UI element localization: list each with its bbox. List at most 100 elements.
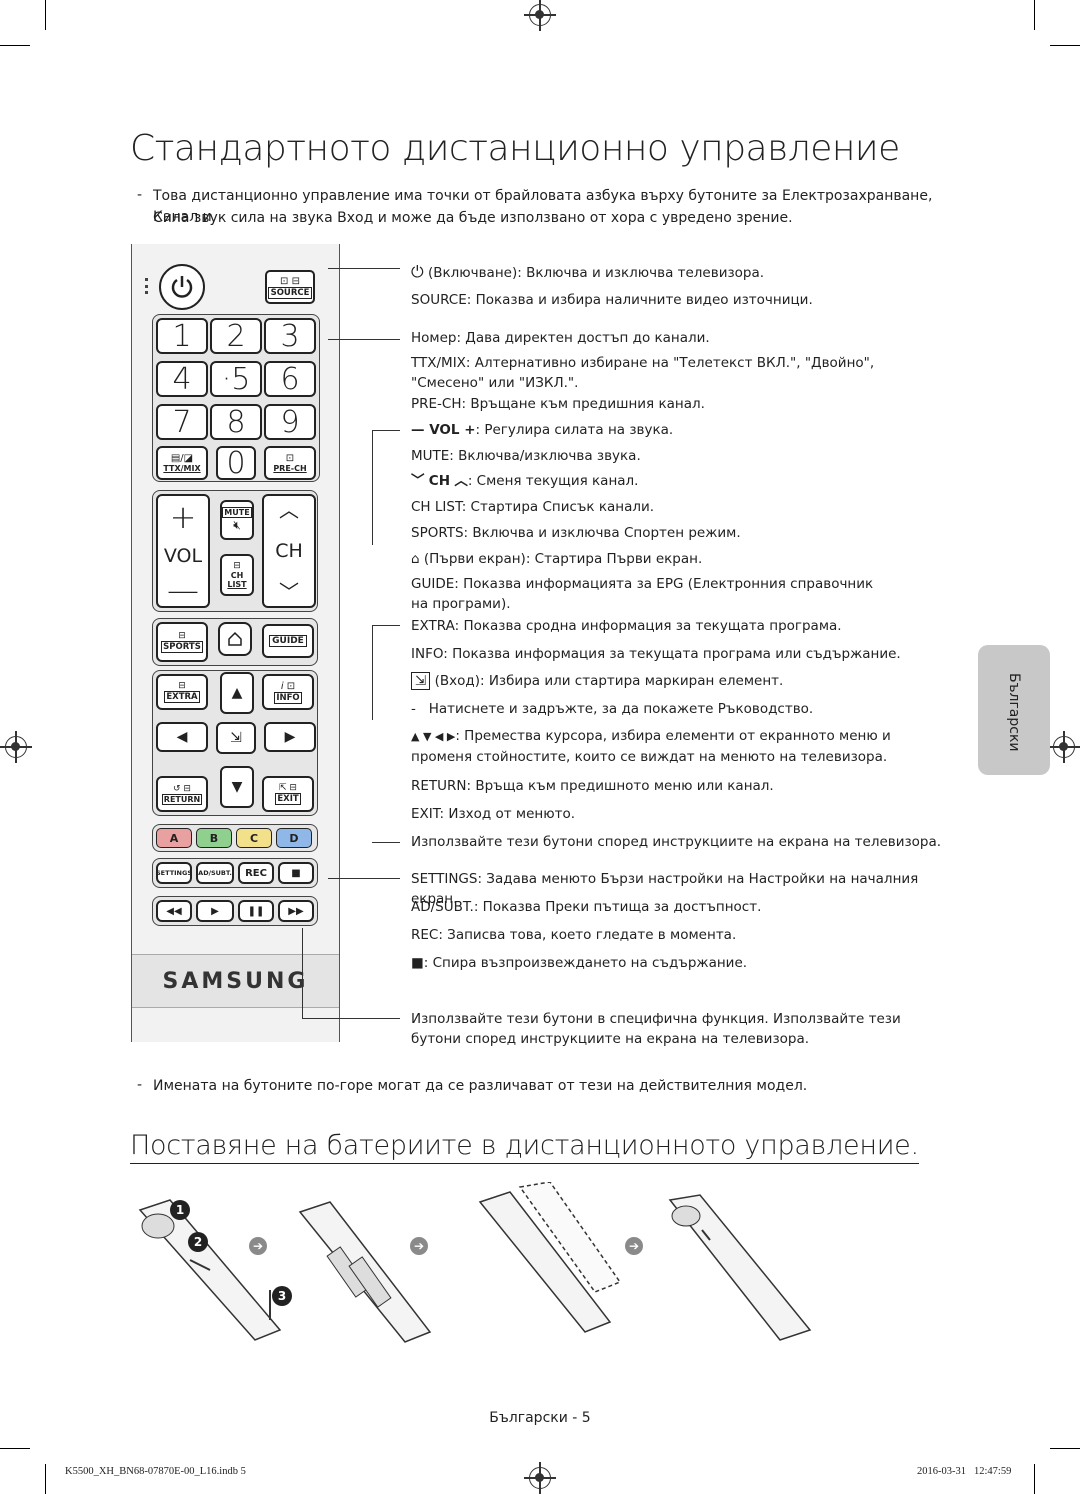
samsung-logo: SAMSUNG	[132, 954, 339, 1008]
label-arrows: ▲ ▼ ◀ ▶: Премества курсора, избира елеме…	[411, 728, 891, 765]
channel-rocker: ︿ CH ﹀	[262, 494, 316, 608]
braille-dots-icon	[145, 278, 151, 294]
print-date: 2016-03-31	[917, 1466, 966, 1477]
digit-key-1: 1	[156, 318, 208, 354]
intro-dash: -	[137, 187, 143, 203]
enter-button: ⇲	[216, 722, 256, 754]
return-button: ↺ ⊟ RETURN	[156, 776, 208, 812]
leader-line	[302, 928, 303, 1018]
label-settings: SETTINGS: Задава менюто Бързи настройки …	[411, 871, 919, 907]
settings-button: SETTINGS	[156, 862, 192, 884]
leader-line	[328, 268, 400, 269]
registration-mark-icon	[0, 731, 32, 763]
crop-mark	[0, 45, 30, 46]
digit-key-0: 0	[216, 446, 256, 481]
step-1-marker: 1	[170, 1200, 190, 1220]
label-number: Номер: Дава директен достъп до канали.	[411, 330, 710, 346]
step-3-marker: 3	[272, 1286, 292, 1306]
page-footer: Български - 5	[489, 1410, 591, 1426]
crop-mark	[45, 0, 46, 30]
source-button: ⊡ ⊟ SOURCE	[265, 270, 315, 304]
digit-key-9: 9	[264, 404, 316, 440]
label-home: ⌂ (Първи екран): Стартира Първи екран.	[411, 551, 703, 567]
label-vol: — VOL +: Регулира силата на звука.	[411, 422, 674, 438]
color-key-b: B	[196, 828, 232, 848]
extra-button: ⊟ EXTRA	[156, 674, 208, 710]
leader-line	[372, 625, 400, 626]
home-icon	[228, 631, 242, 646]
color-key-c: C	[236, 828, 272, 848]
label-adsubt: AD/SUBT.: Показва Преки пътища за достъп…	[411, 899, 762, 915]
digit-key-3: 3	[264, 318, 316, 354]
guide-button: GUIDE	[262, 624, 314, 658]
next-arrow-icon: ➔	[625, 1237, 643, 1255]
leader-line	[328, 339, 400, 340]
crop-mark	[1050, 1448, 1080, 1449]
label-ch: ﹀ CH ︿: Сменя текущия канал.	[411, 473, 639, 489]
left-arrow-button: ◀	[156, 722, 208, 752]
stop-button: ■	[278, 862, 314, 884]
intro-line-2: Сила звук сила на звука Вход и може да б…	[153, 210, 793, 226]
leader-line	[372, 842, 400, 843]
chevron-down-icon: ﹀	[411, 473, 425, 489]
rewind-button: ◀◀	[156, 900, 192, 922]
next-arrow-icon: ➔	[249, 1237, 267, 1255]
label-chlist: CH LIST: Стартира Списък канали.	[411, 499, 655, 515]
home-icon: ⌂	[411, 551, 420, 567]
rec-button: REC	[238, 862, 274, 884]
battery-step-illustration	[298, 1201, 432, 1343]
label-enter: ⇲ (Вход): Избира или стартира маркиран е…	[411, 671, 951, 691]
remote-control-illustration: ⊡ ⊟ SOURCE 1 2 3 4 ·5 6 7 8 9 ▤/◪ TTX/MI…	[131, 244, 340, 1042]
exit-button: ⇱ ⊟ EXIT	[262, 776, 314, 812]
power-icon	[171, 276, 193, 298]
leader-line	[328, 878, 400, 879]
page-title: Стандартното дистанционно управление	[130, 128, 900, 169]
label-color: Използвайте тези бутони според инструкци…	[411, 834, 942, 850]
color-key-a: A	[156, 828, 192, 848]
ttx-mix-button: ▤/◪ TTX/MIX	[156, 446, 208, 480]
side-tab-label: Български	[1006, 673, 1022, 752]
mute-button: MUTE 🔇︎	[220, 500, 254, 540]
crop-mark	[1050, 45, 1080, 46]
label-stop: ■: Спира възпроизвеждането на съдържание…	[411, 955, 748, 971]
intro-line-1: Това дистанционно управление има точки о…	[153, 188, 933, 225]
ch-list-button: ⊟ CH LIST	[220, 554, 254, 596]
label-prech: PRE-CH: Връщане към предишния канал.	[411, 396, 705, 412]
stop-icon: ■	[411, 955, 424, 971]
registration-mark-icon	[1048, 731, 1080, 763]
label-exit: EXIT: Изход от менюто.	[411, 806, 576, 822]
sports-button: ⊟ SPORTS	[156, 622, 208, 662]
digit-key-6: 6	[264, 361, 316, 397]
leader-line	[302, 1018, 400, 1019]
info-button: i ⊡ INFO	[262, 674, 314, 710]
ch-symbol: CH	[428, 473, 451, 489]
home-button	[218, 622, 252, 656]
pre-ch-button: ⊡ PRE-CH	[264, 446, 316, 480]
digit-key-4: 4	[156, 361, 208, 397]
section-title-batteries: Поставяне на батериите в дистанционното …	[130, 1130, 919, 1164]
leader-line	[372, 430, 373, 545]
battery-step-illustration	[478, 1182, 622, 1333]
label-enter-sub: - Натиснете и задръжте, за да покажете Р…	[411, 701, 814, 717]
print-time: 12:47:59	[974, 1466, 1012, 1477]
power-button	[159, 264, 205, 310]
label-guide: GUIDE: Показва информацията за EPG (Елек…	[411, 576, 874, 612]
label-source: SOURCE: Показва и избира наличните видео…	[411, 292, 813, 308]
label-ttx: TTX/MIX: Алтернативно избиране на "Телет…	[411, 355, 875, 391]
volume-rocker: + VOL —	[156, 494, 210, 608]
pause-button: ❚❚	[238, 900, 274, 922]
label-sports: SPORTS: Включва и изключва Спортен режим…	[411, 525, 741, 541]
print-file-info: K5500_XH_BN68-07870E-00_L16.indb 5	[65, 1466, 246, 1477]
play-button: ▶	[196, 900, 234, 922]
step-2-marker: 2	[188, 1232, 208, 1252]
label-mute: MUTE: Включва/изключва звука.	[411, 448, 641, 464]
crop-mark	[0, 1448, 30, 1449]
fast-forward-button: ▶▶	[278, 900, 314, 922]
digit-key-7: 7	[156, 404, 208, 440]
chevron-up-icon: ︿	[454, 473, 468, 489]
battery-step-illustration	[668, 1194, 812, 1341]
registration-mark-icon	[524, 0, 556, 31]
down-arrow-button: ▼	[220, 766, 254, 808]
crop-mark	[1034, 0, 1035, 30]
power-icon: ⏻	[411, 262, 424, 281]
